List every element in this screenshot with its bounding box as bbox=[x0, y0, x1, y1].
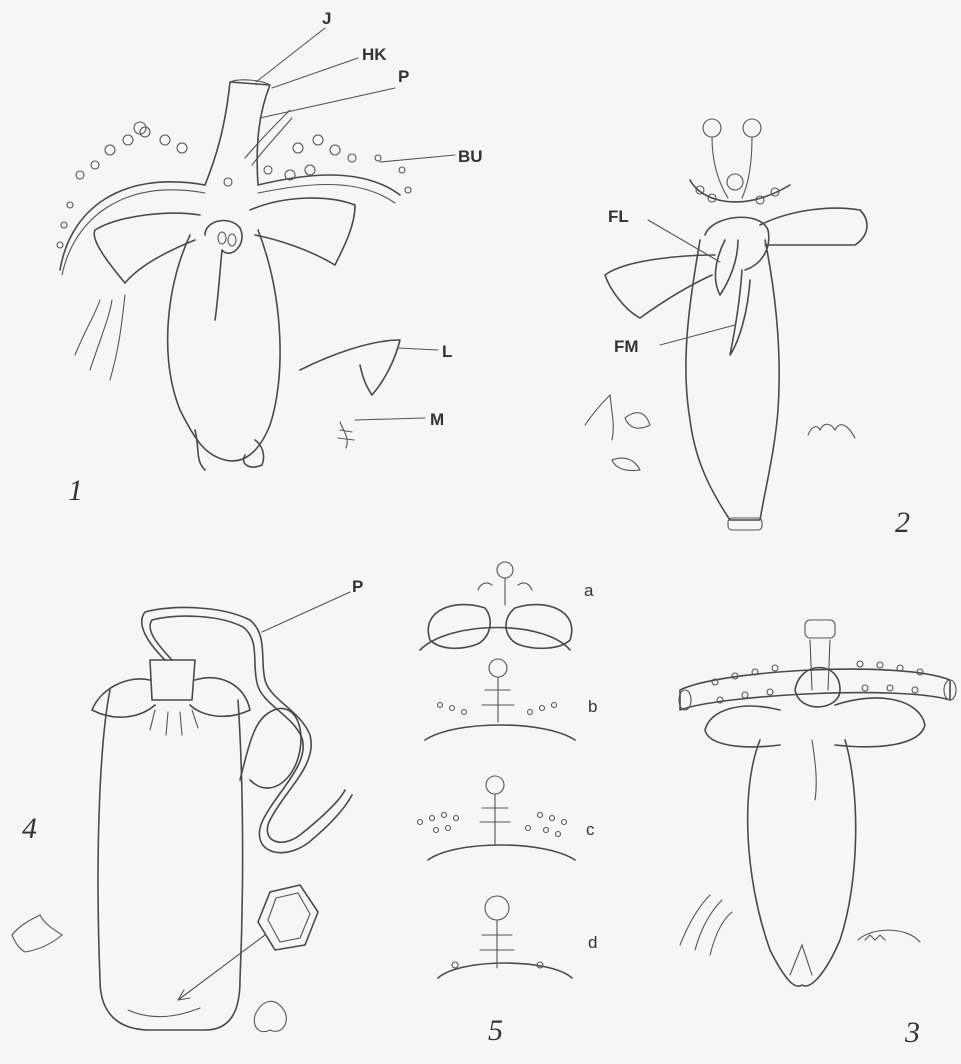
figure-4-number: 4 bbox=[22, 812, 37, 845]
figure-5: a b c bbox=[418, 562, 598, 1047]
fig2-label-fm: FM bbox=[614, 337, 639, 356]
figure-3-number: 3 bbox=[904, 1016, 920, 1049]
fig4-label-p: P bbox=[352, 577, 363, 596]
fig1-label-p: P bbox=[398, 67, 409, 86]
fig2-right-fin bbox=[760, 208, 867, 245]
fig1-label-bu: BU bbox=[458, 147, 483, 166]
figure-5-number: 5 bbox=[488, 1014, 503, 1047]
fig1-body bbox=[168, 230, 280, 461]
fig2-body bbox=[686, 240, 779, 520]
fig1-head bbox=[205, 221, 242, 320]
fig3-body bbox=[748, 740, 856, 986]
fig5-label-b: b bbox=[588, 697, 597, 716]
figure-4: P 4 bbox=[12, 577, 363, 1032]
fig1-label-m: M bbox=[430, 410, 444, 429]
figure-2-number: 2 bbox=[895, 506, 910, 539]
fig1-label-hk: HK bbox=[362, 45, 387, 64]
fig5-panel-c: c bbox=[418, 776, 596, 860]
fig5-panel-b: b bbox=[425, 659, 597, 740]
figure-2: FL FM 2 bbox=[585, 119, 910, 539]
fig5-panel-a: a bbox=[420, 562, 594, 650]
fig1-tentacle-buds bbox=[57, 122, 411, 248]
figure-1-number: 1 bbox=[68, 474, 83, 507]
fig3-right-fin bbox=[835, 698, 925, 747]
fig2-left-fin bbox=[605, 255, 715, 318]
fig5-label-c: c bbox=[586, 820, 595, 839]
fig4-body bbox=[98, 690, 243, 1030]
fig2-label-fl: FL bbox=[608, 207, 629, 226]
fig5-panel-d: d bbox=[438, 896, 597, 978]
fig1-m-element bbox=[338, 422, 354, 448]
fig1-label-j: J bbox=[322, 9, 331, 28]
figure-1: J HK P BU L M 1 bbox=[57, 9, 483, 507]
fig1-stalk bbox=[205, 82, 270, 185]
fig2-head bbox=[705, 217, 769, 270]
fig3-left-fin bbox=[705, 706, 780, 747]
fig5-label-d: d bbox=[588, 933, 597, 952]
fig4-fins bbox=[92, 678, 250, 718]
figure-3: 3 bbox=[679, 620, 956, 1049]
fig5-label-a: a bbox=[584, 581, 594, 600]
fig1-label-l: L bbox=[442, 342, 452, 361]
fig1-l-element bbox=[300, 340, 400, 395]
fig4-proboscis-tube bbox=[142, 607, 345, 842]
